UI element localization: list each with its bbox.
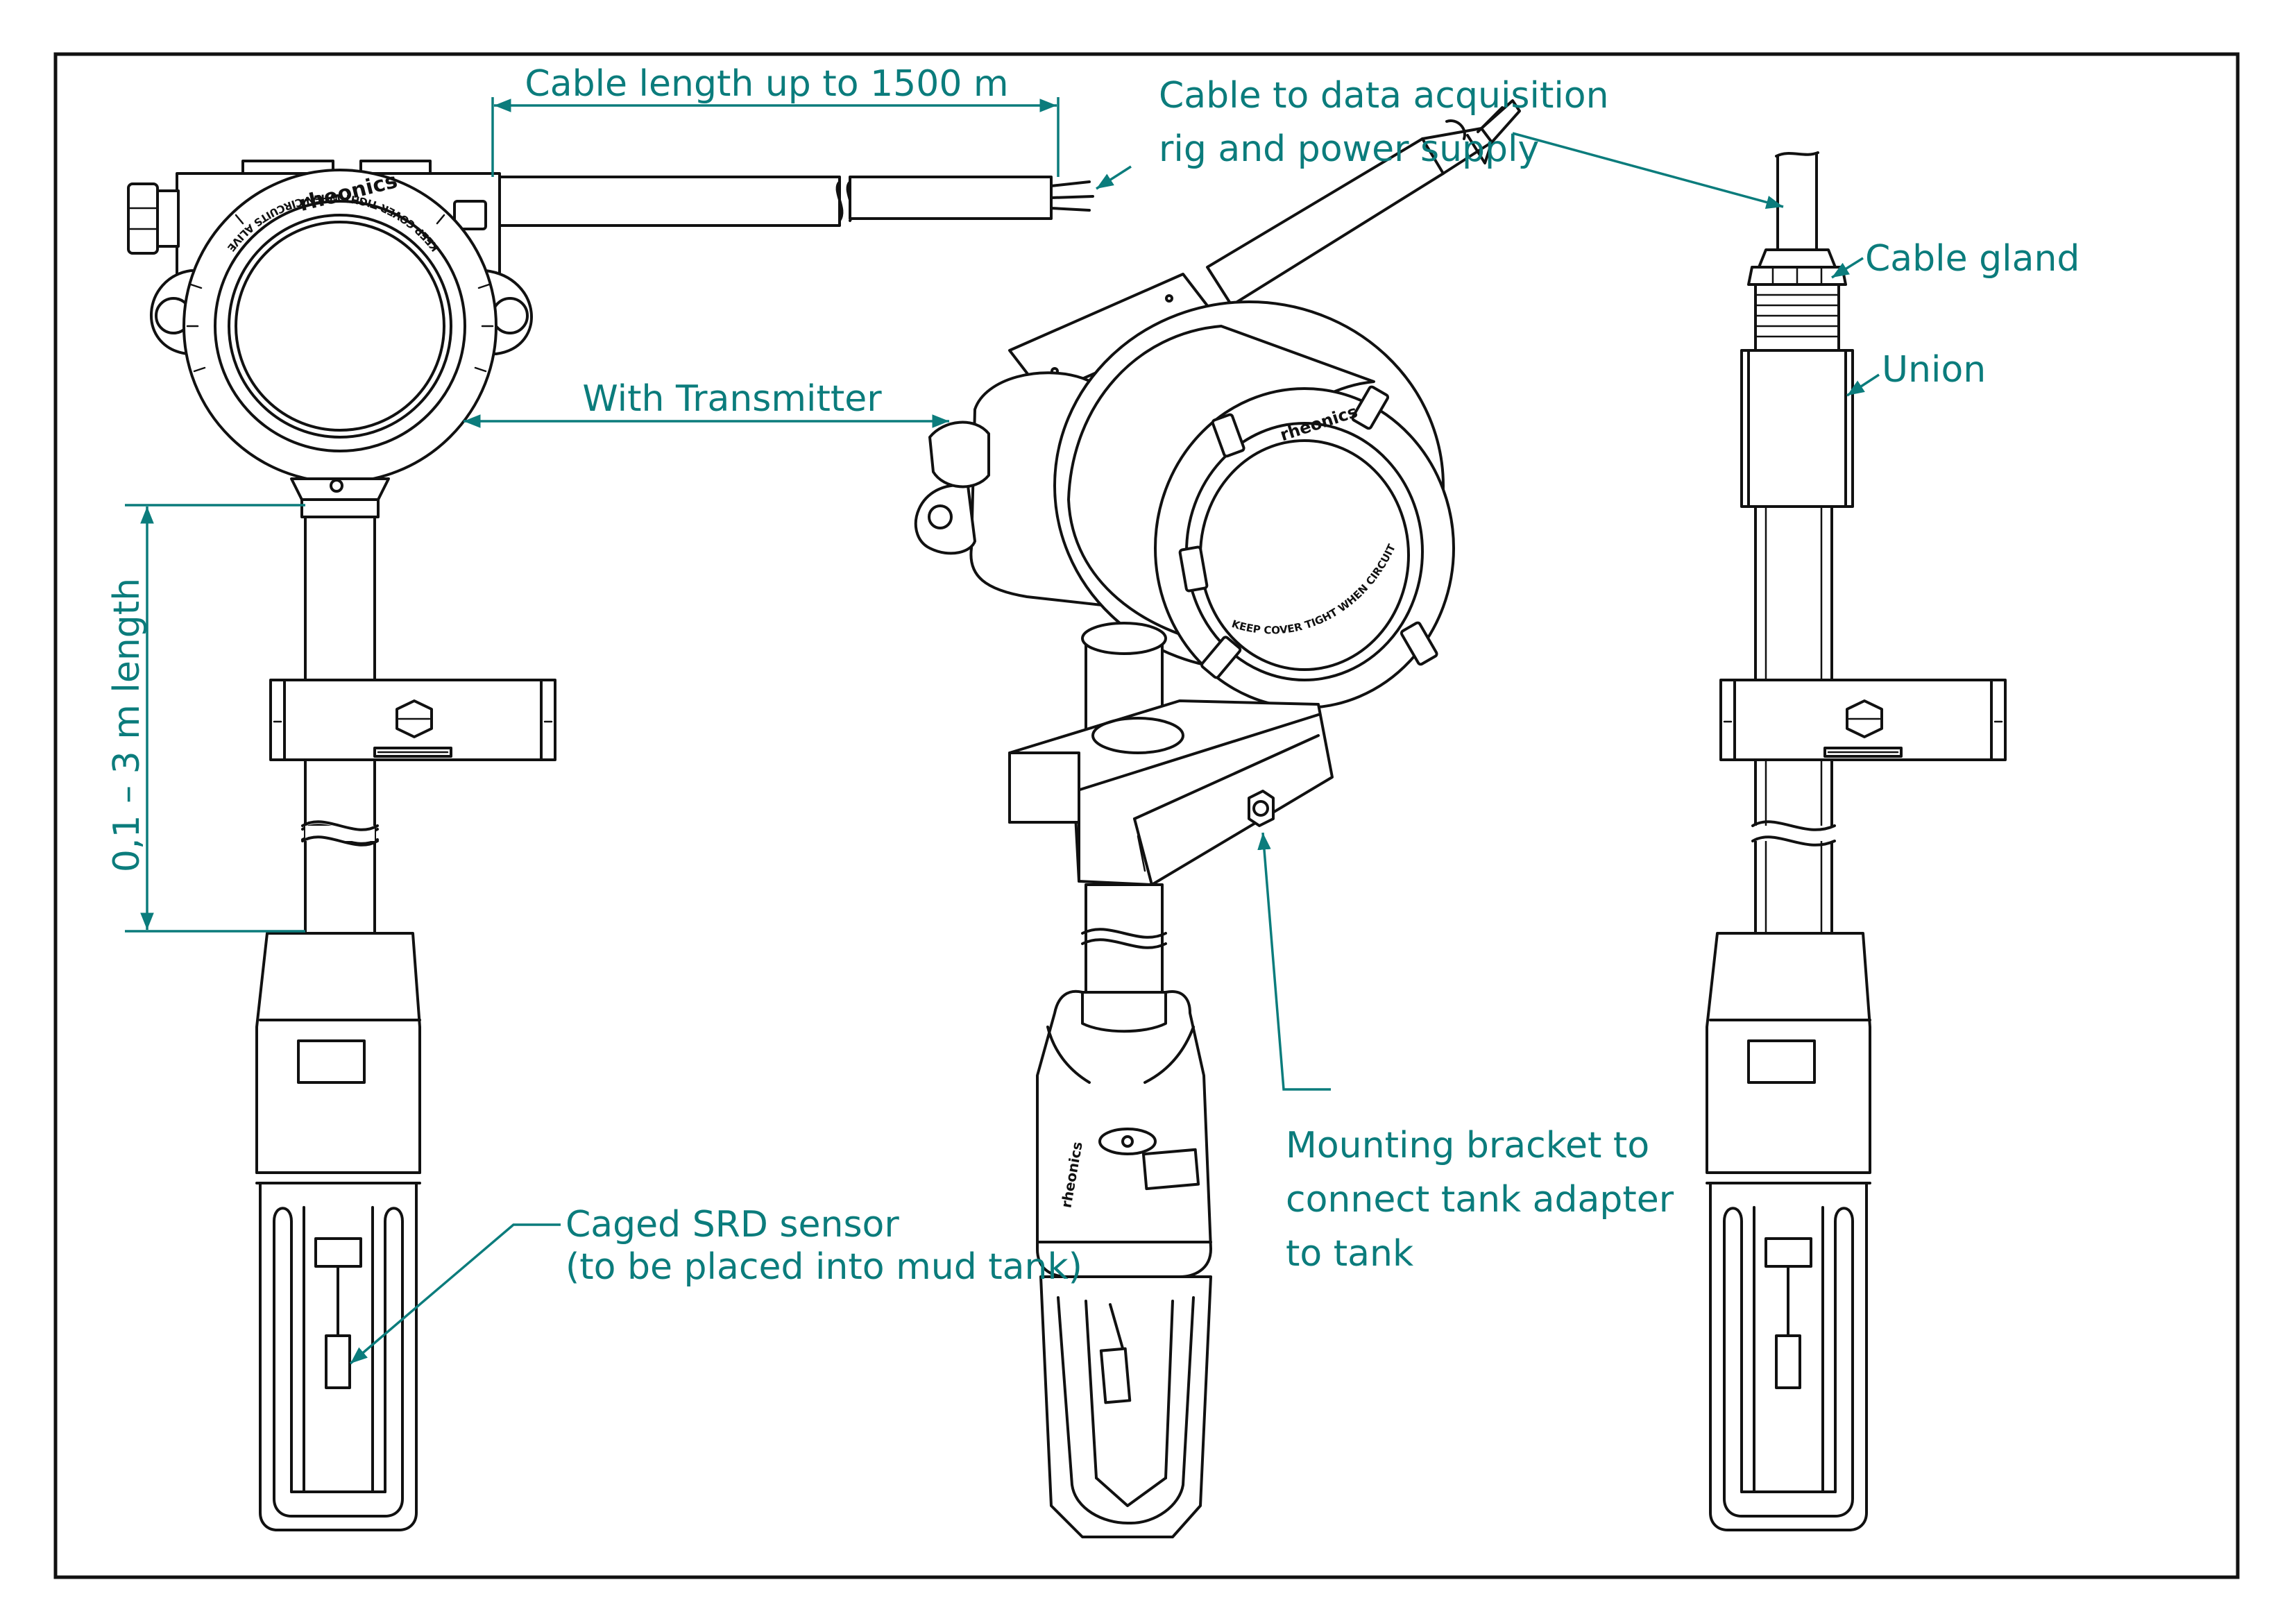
caged-sensor-annotation: Caged SRD sensor (to be placed into mud … (349, 1204, 1082, 1365)
union-annotation: Union (1846, 349, 1986, 397)
cable-to-daq-label-line1: Cable to data acquisition (1159, 75, 1609, 117)
cable-gland-label: Cable gland (1865, 238, 2080, 280)
length-range-dimension: 0,1 – 3 m length (106, 504, 305, 933)
left-view-sensor-with-transmitter: rheonics KEEP COVER TIGHT WHEN CIRCUITS … (127, 160, 1094, 1531)
bracket-label-line1: Mounting bracket to (1286, 1125, 1649, 1166)
right-view-sensor-with-cable-gland (1706, 151, 2007, 1531)
drawing-frame (53, 52, 2240, 1579)
cable-to-daq-annotation: Cable to data acquisition rig and power … (1159, 75, 1784, 210)
union-label: Union (1882, 349, 1986, 391)
mounting-bracket-annotation: Mounting bracket to connect tank adapter… (1257, 832, 1674, 1275)
bracket-label-line2: connect tank adapter (1286, 1179, 1674, 1221)
bracket-label-line3: to tank (1286, 1233, 1413, 1275)
cable-gland-annotation: Cable gland (1831, 238, 2080, 280)
caged-sensor-label-line1: Caged SRD sensor (566, 1204, 899, 1246)
length-range-label: 0,1 – 3 m length (106, 578, 148, 872)
cable-to-daq-label-line2: rig and power supply (1159, 128, 1539, 170)
with-transmitter-label: With Transmitter (582, 378, 882, 420)
cable-length-dimension: Cable length up to 1500 m (491, 63, 1132, 190)
caged-sensor-label-line2: (to be placed into mud tank) (566, 1246, 1082, 1288)
cable-length-label: Cable length up to 1500 m (525, 63, 1008, 105)
with-transmitter-annotation: With Transmitter (464, 378, 949, 428)
